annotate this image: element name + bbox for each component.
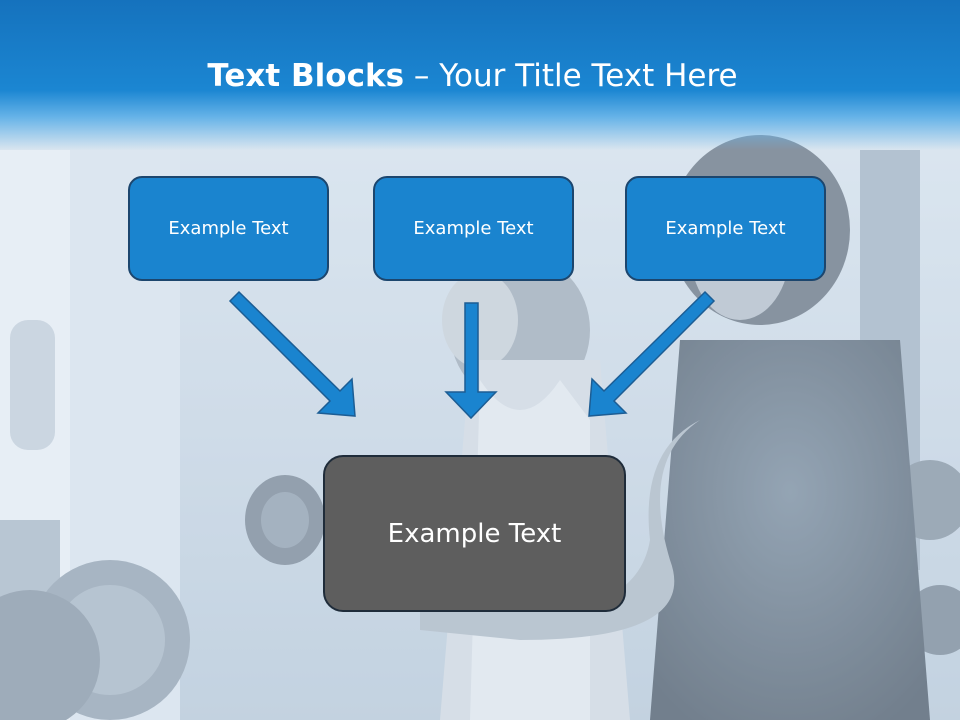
- title-bar: [0, 0, 960, 150]
- arrow-center-down: [444, 302, 498, 420]
- text-block-1-label: Example Text: [168, 218, 289, 239]
- text-block-3-label: Example Text: [665, 218, 786, 239]
- center-text-block[interactable]: Example Text: [323, 455, 626, 612]
- text-block-2-label: Example Text: [413, 218, 534, 239]
- arrow-right-diagonal: [588, 290, 716, 417]
- text-block-3[interactable]: Example Text: [625, 176, 826, 281]
- text-block-2[interactable]: Example Text: [373, 176, 574, 281]
- title-bold: Text Blocks: [207, 58, 405, 94]
- title-rest: – Your Title Text Here: [404, 58, 738, 94]
- slide-title: Text Blocks – Your Title Text Here: [0, 56, 945, 96]
- text-block-1[interactable]: Example Text: [128, 176, 329, 281]
- arrow-left-diagonal: [228, 290, 356, 417]
- center-text-block-label: Example Text: [387, 518, 562, 549]
